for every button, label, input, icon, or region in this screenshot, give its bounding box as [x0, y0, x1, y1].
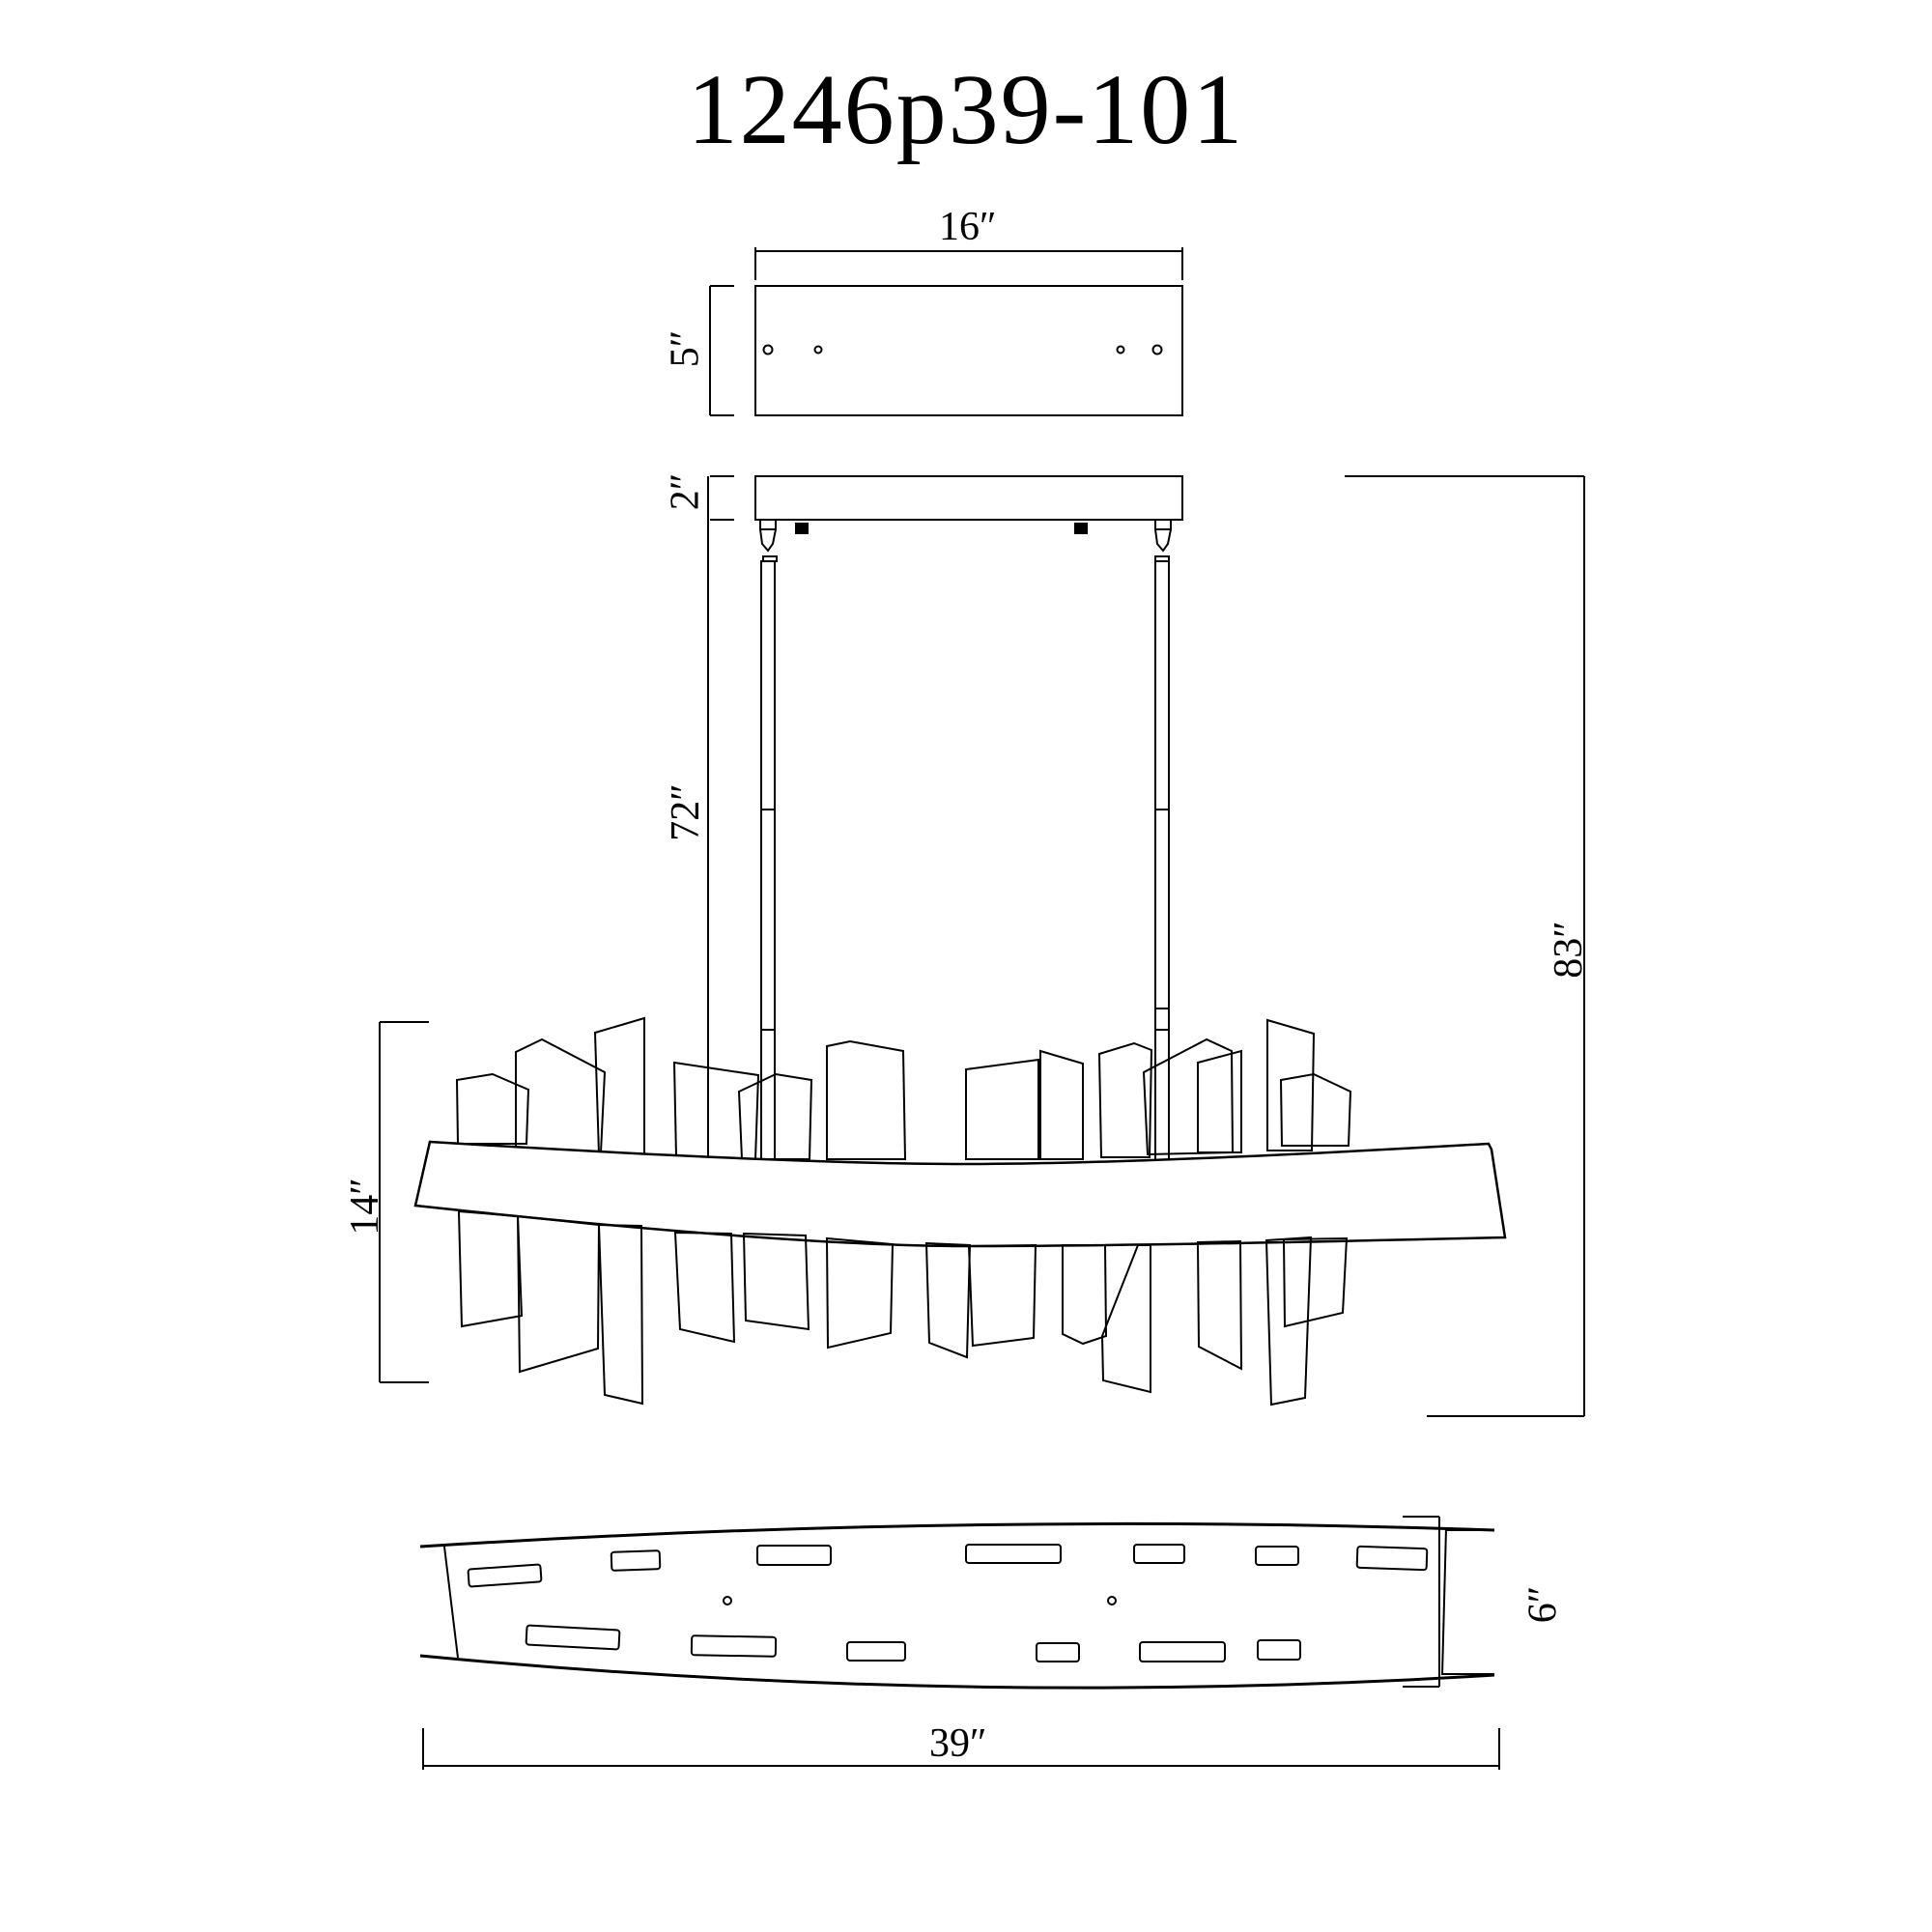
dim-canopy-height: 2″ [663, 472, 708, 511]
fixture-bar [413, 1140, 1507, 1248]
drawing-title: 1246p39-101 [687, 54, 1245, 165]
dim-fixture-length: 39″ [929, 1721, 987, 1766]
dim-fixture-height: 14″ [342, 1178, 387, 1236]
bottom-view [419, 1516, 1500, 1770]
dim-fixture-depth: 6″ [1520, 1585, 1566, 1624]
crystal-panels-upper [455, 1016, 1352, 1161]
side-elevation-view [379, 475, 1585, 1417]
dim-overall-height: 83″ [1546, 921, 1591, 979]
mount-hole-icon [762, 344, 774, 355]
canopy-top-view [709, 247, 1183, 416]
crystal-panels-lower [457, 1209, 1349, 1406]
dim-canopy-width: 16″ [939, 205, 997, 249]
dim-rod-length: 72″ [663, 783, 708, 841]
dim-canopy-depth: 5″ [663, 329, 708, 368]
